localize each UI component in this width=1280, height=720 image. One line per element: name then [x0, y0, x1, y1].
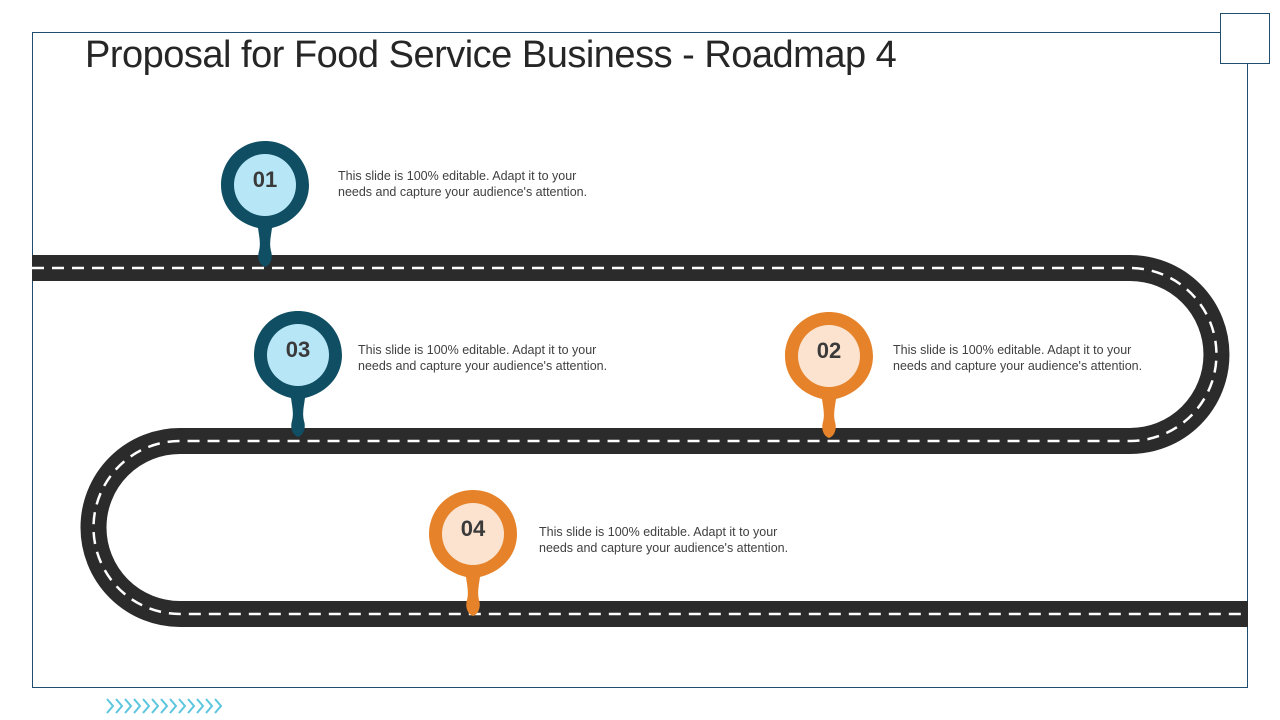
- milestone-marker-01: 01: [215, 139, 315, 273]
- description-line: needs and capture your audience's attent…: [893, 359, 1143, 373]
- milestone-number: 01: [252, 167, 278, 192]
- milestone-description-03: This slide is 100% editable. Adapt it to…: [358, 342, 658, 374]
- description-line: This slide is 100% editable. Adapt it to…: [539, 525, 778, 539]
- description-line: This slide is 100% editable. Adapt it to…: [358, 343, 597, 357]
- description-line: needs and capture your audience's attent…: [338, 185, 588, 199]
- map-pin-icon: [785, 312, 873, 438]
- milestone-marker-04: 04: [423, 488, 523, 622]
- description-line: This slide is 100% editable. Adapt it to…: [338, 169, 577, 183]
- milestone-description-04: This slide is 100% editable. Adapt it to…: [539, 524, 839, 556]
- milestone-marker-03: 03: [248, 309, 348, 443]
- milestone-description-01: This slide is 100% editable. Adapt it to…: [338, 168, 638, 200]
- map-pin-icon: [254, 311, 342, 437]
- milestone-number: 04: [460, 516, 486, 541]
- description-line: needs and capture your audience's attent…: [358, 359, 608, 373]
- map-pin-icon: [429, 490, 517, 616]
- milestone-number: 03: [285, 337, 311, 362]
- milestone-marker-02: 02: [779, 310, 879, 444]
- page-title: Proposal for Food Service Business - Roa…: [85, 34, 897, 76]
- description-line: needs and capture your audience's attent…: [539, 541, 789, 555]
- corner-box: [1220, 13, 1270, 64]
- map-pin-icon: [221, 141, 309, 267]
- description-line: This slide is 100% editable. Adapt it to…: [893, 343, 1132, 357]
- slide-frame: [32, 32, 1248, 688]
- chevron-arrows-icon: [106, 698, 223, 714]
- milestone-description-02: This slide is 100% editable. Adapt it to…: [893, 342, 1193, 374]
- milestone-number: 02: [816, 338, 842, 363]
